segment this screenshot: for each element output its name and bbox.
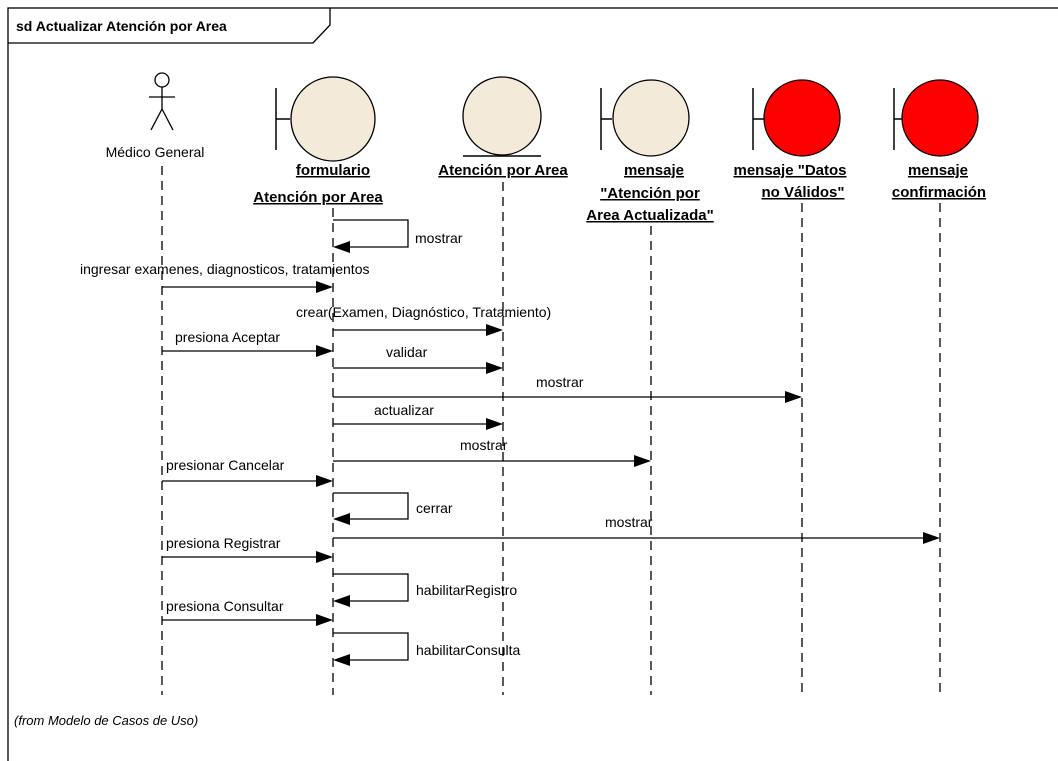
message-label: habilitarConsulta [416,642,520,658]
boundary-icon [752,79,841,157]
lifeline-head-mensaje-confirmacion: mensaje confirmación [892,79,986,201]
message-presiona-registrar: presiona Registrar [162,535,333,563]
actor-label: Médico General [106,144,205,160]
message-label: mostrar [460,437,508,453]
message-self-mostrar: mostrar [333,219,463,253]
message-label: presiona Consultar [166,598,284,614]
message-label: presiona Registrar [166,535,281,551]
object-label-line: "Atención por [600,185,700,202]
message-presiona-aceptar: presiona Aceptar [162,329,333,357]
source-note: (from Modelo de Casos de Uso) [14,713,198,728]
object-label-line: no Válidos" [762,184,845,201]
actor-medico-general: Médico General [106,72,205,160]
message-validar: validar [333,344,503,374]
message-label: mostrar [415,230,463,246]
message-label: cerrar [416,500,453,516]
message-actualizar: actualizar [333,402,503,430]
boundary-icon [600,79,690,157]
message-label: presiona Aceptar [175,329,280,345]
diagram-frame [7,7,1058,761]
boundary-icon [893,79,979,157]
object-label-line: formulario [296,162,370,179]
object-label-line: mensaje "Datos [734,162,847,179]
message-label: mostrar [605,514,653,530]
boundary-icon [275,76,376,162]
message-label: ingresar examenes, diagnosticos, tratami… [80,261,369,277]
lifeline-head-formulario: formulario Atención por Area [253,76,383,206]
object-label-line: mensaje [908,162,968,179]
object-label-line: Atención por Area [438,162,568,179]
message-label: habilitarRegistro [416,582,517,598]
object-label-line: mensaje [624,162,684,179]
frame-title-tab [8,8,331,44]
message-label: presionar Cancelar [166,457,285,473]
object-label-line: confirmación [892,184,986,201]
message-crear: crear(Examen, Diagnóstico, Tratamiento) [296,304,551,336]
message-mostrar-confirmacion: mostrar [333,514,940,544]
entity-icon [462,76,542,157]
message-mostrar-actualizada: mostrar [333,437,651,467]
object-label-line: Atención por Area [253,189,383,206]
actor-stick-figure-icon [149,72,175,131]
lifeline-head-mensaje-datos-no-validos: mensaje "Datos no Válidos" [734,79,847,201]
message-self-cerrar: cerrar [333,492,453,525]
lifeline-head-mensaje-actualizada: mensaje "Atención por Area Actualizada" [586,79,714,224]
frame-title: sd Actualizar Atención por Area [16,18,227,34]
message-presionar-cancelar: presionar Cancelar [162,457,333,487]
message-label: actualizar [374,402,434,418]
lifeline-head-atencion-entity: Atención por Area [438,76,568,179]
message-self-habilitar-consulta: habilitarConsulta [333,632,520,666]
message-label: crear(Examen, Diagnóstico, Tratamiento) [296,304,551,320]
object-label-line: Area Actualizada" [586,207,713,224]
message-label: validar [386,344,428,360]
message-mostrar-datos-no-validos: mostrar [333,374,802,403]
message-self-habilitar-registro: habilitarRegistro [333,573,517,607]
message-ingresar: ingresar examenes, diagnosticos, tratami… [80,261,369,293]
message-label: mostrar [536,374,584,390]
message-presiona-consultar: presiona Consultar [162,598,333,626]
